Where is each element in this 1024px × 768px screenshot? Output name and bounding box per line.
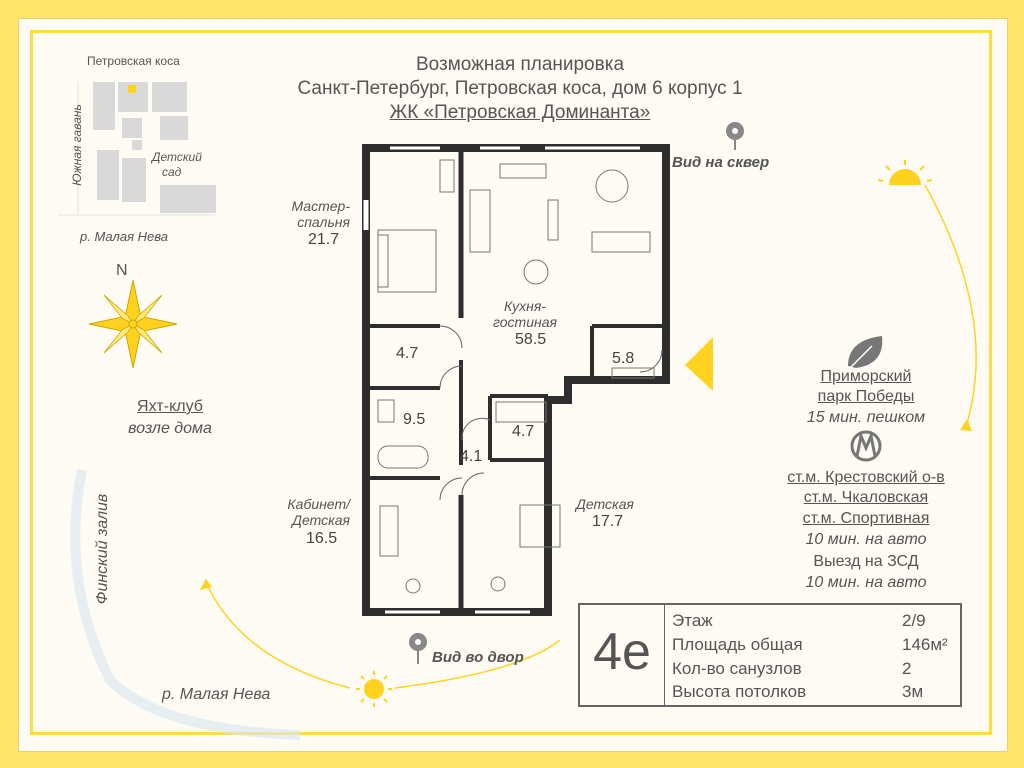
room-corridor-area: 4.1 (460, 448, 483, 465)
map-label-kosa: Петровская коса (87, 54, 180, 68)
compass-rose-icon (88, 279, 178, 369)
view-bottom-label: Вид во двор (432, 649, 524, 666)
metro-icon (850, 430, 882, 462)
park-time: 15 мин. пешком (806, 409, 926, 426)
map-label-kindergarten-2: сад (162, 165, 182, 179)
sun-path-bottom (204, 579, 351, 689)
window-frames (385, 145, 640, 615)
room-kitchen-name-2: гостиная (493, 314, 557, 330)
metro-sportivnaya: ст.м. Спортивная (802, 510, 930, 527)
info-bathrooms-value: 2 (902, 659, 912, 678)
river-bottom-label: р. Малая Нева (162, 686, 271, 703)
metro-krestovsky: ст.м. Крестовский о-в (787, 469, 945, 486)
metro-chkalovskaya: ст.м. Чкаловская (803, 489, 929, 506)
room-office-area: 16.5 (306, 530, 338, 547)
gulf-label: Финский залив (94, 493, 112, 605)
map-label-gavan: Южная гавань (69, 104, 84, 186)
room-hall-area: 5.8 (612, 350, 635, 367)
info-box: 4е Этаж 2/9 Площадь общая 146м² Кол-во с… (578, 603, 962, 707)
doors (439, 325, 663, 501)
park-name-1: Приморский (820, 368, 912, 385)
zsd-time: 10 мин. на авто (805, 574, 927, 591)
room-kitchen-name-1: Кухня- (504, 298, 546, 314)
header-title: Возможная планировка (415, 54, 625, 75)
info-divider (664, 605, 665, 705)
apartment-walls (362, 144, 670, 616)
sun-icon-bottom (356, 671, 392, 707)
info-bathrooms-label: Кол-во санузлов (672, 659, 802, 678)
room-office-name-1: Кабинет/ (287, 496, 350, 512)
room-master-name-1: Мастер- (291, 198, 350, 214)
park-name-2: парк Победы (817, 388, 915, 405)
sun-icon-right (877, 160, 933, 185)
entrance-arrow-icon (685, 337, 713, 391)
inner-frame (30, 30, 992, 735)
header-address: Санкт-Петербург, Петровская коса, дом 6 … (297, 78, 743, 99)
room-master-name-2: спальня (297, 214, 350, 230)
room-office-name-2: Детская (292, 512, 350, 528)
room-wardrobe-area: 4.7 (396, 345, 419, 362)
compass-north: N (116, 262, 128, 279)
room-kitchen-area: 58.5 (515, 331, 547, 348)
zsd-label: Выезд на ЗСД (813, 553, 919, 570)
map-label-river: р. Малая Нева (80, 229, 168, 244)
room-kids-name: Детская (576, 496, 634, 512)
yacht-club-sub: возле дома (128, 420, 212, 437)
info-area-value: 146м² (902, 635, 948, 654)
header-complex: ЖК «Петровская Доминанта» (389, 102, 651, 123)
metro-time: 10 мин. на авто (805, 531, 927, 548)
windows (363, 145, 640, 615)
info-floor-label: Этаж (672, 611, 713, 630)
room-kids-area: 17.7 (592, 513, 624, 530)
room-bath2-area: 4.7 (512, 423, 535, 440)
apartment-code: 4е (593, 623, 651, 681)
view-top-label: Вид на сквер (672, 154, 770, 171)
pin-icon-top (726, 122, 744, 150)
info-ceiling-label: Высота потолков (672, 682, 807, 701)
furniture (377, 159, 655, 594)
map-label-kindergarten-1: Детский (152, 150, 202, 164)
room-master-area: 21.7 (308, 231, 340, 248)
info-floor-value: 2/9 (902, 611, 926, 630)
water-curve (70, 469, 301, 740)
city-blocks (93, 82, 216, 213)
room-bath1-area: 9.5 (403, 411, 426, 428)
yacht-club-label: Яхт-клуб (137, 398, 203, 415)
leaf-icon (845, 336, 883, 373)
sun-path-right (924, 184, 977, 431)
info-ceiling-value: 3м (902, 682, 924, 701)
info-area-label: Площадь общая (672, 635, 803, 654)
pin-icon-bottom (409, 633, 427, 664)
paper (18, 18, 1008, 752)
